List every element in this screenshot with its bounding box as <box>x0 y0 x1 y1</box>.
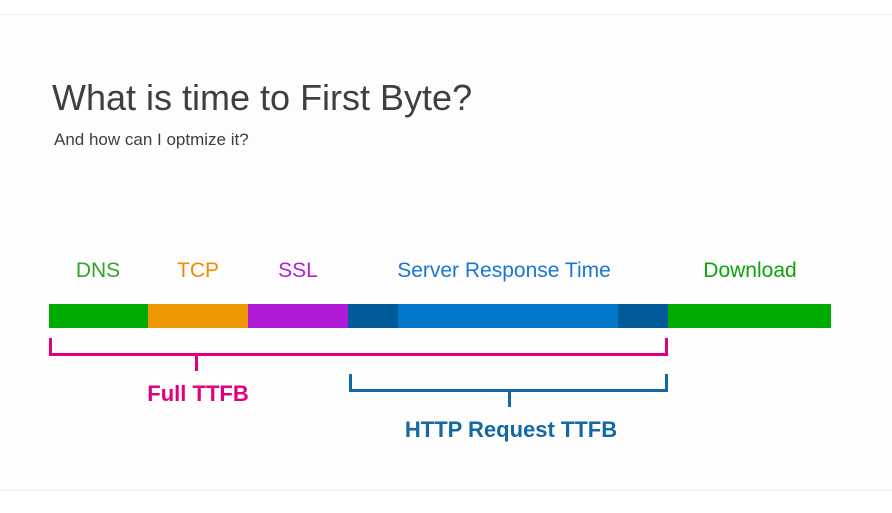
segment-label-dns: DNS <box>75 259 121 282</box>
bar-segment-server-response <box>398 304 618 328</box>
segment-label-download: Download <box>703 259 797 282</box>
bar-segment-download <box>668 304 831 328</box>
full-ttfb-label: Full TTFB <box>147 381 249 406</box>
segment-label-ssl: SSL <box>278 259 318 282</box>
full-ttfb-pointer <box>195 355 198 371</box>
timing-bar <box>49 304 831 328</box>
bar-segment-response-start <box>618 304 668 328</box>
full-ttfb-bracket <box>49 338 668 356</box>
bar-segment-tcp <box>148 304 248 328</box>
page-subtitle: And how can I optmize it? <box>54 130 249 149</box>
page-title: What is time to First Byte? <box>52 77 473 118</box>
http-request-ttfb-bracket <box>349 374 668 392</box>
http-request-ttfb-label: HTTP Request TTFB <box>404 417 618 442</box>
segment-label-server-response: Server Response Time <box>397 259 611 282</box>
bar-segment-request-sent <box>348 304 398 328</box>
bar-segment-ssl <box>248 304 348 328</box>
content-card: What is time to First Byte? And how can … <box>0 14 892 491</box>
segment-label-tcp: TCP <box>177 259 219 282</box>
http-request-ttfb-pointer <box>508 391 511 407</box>
bar-segment-dns <box>49 304 148 328</box>
